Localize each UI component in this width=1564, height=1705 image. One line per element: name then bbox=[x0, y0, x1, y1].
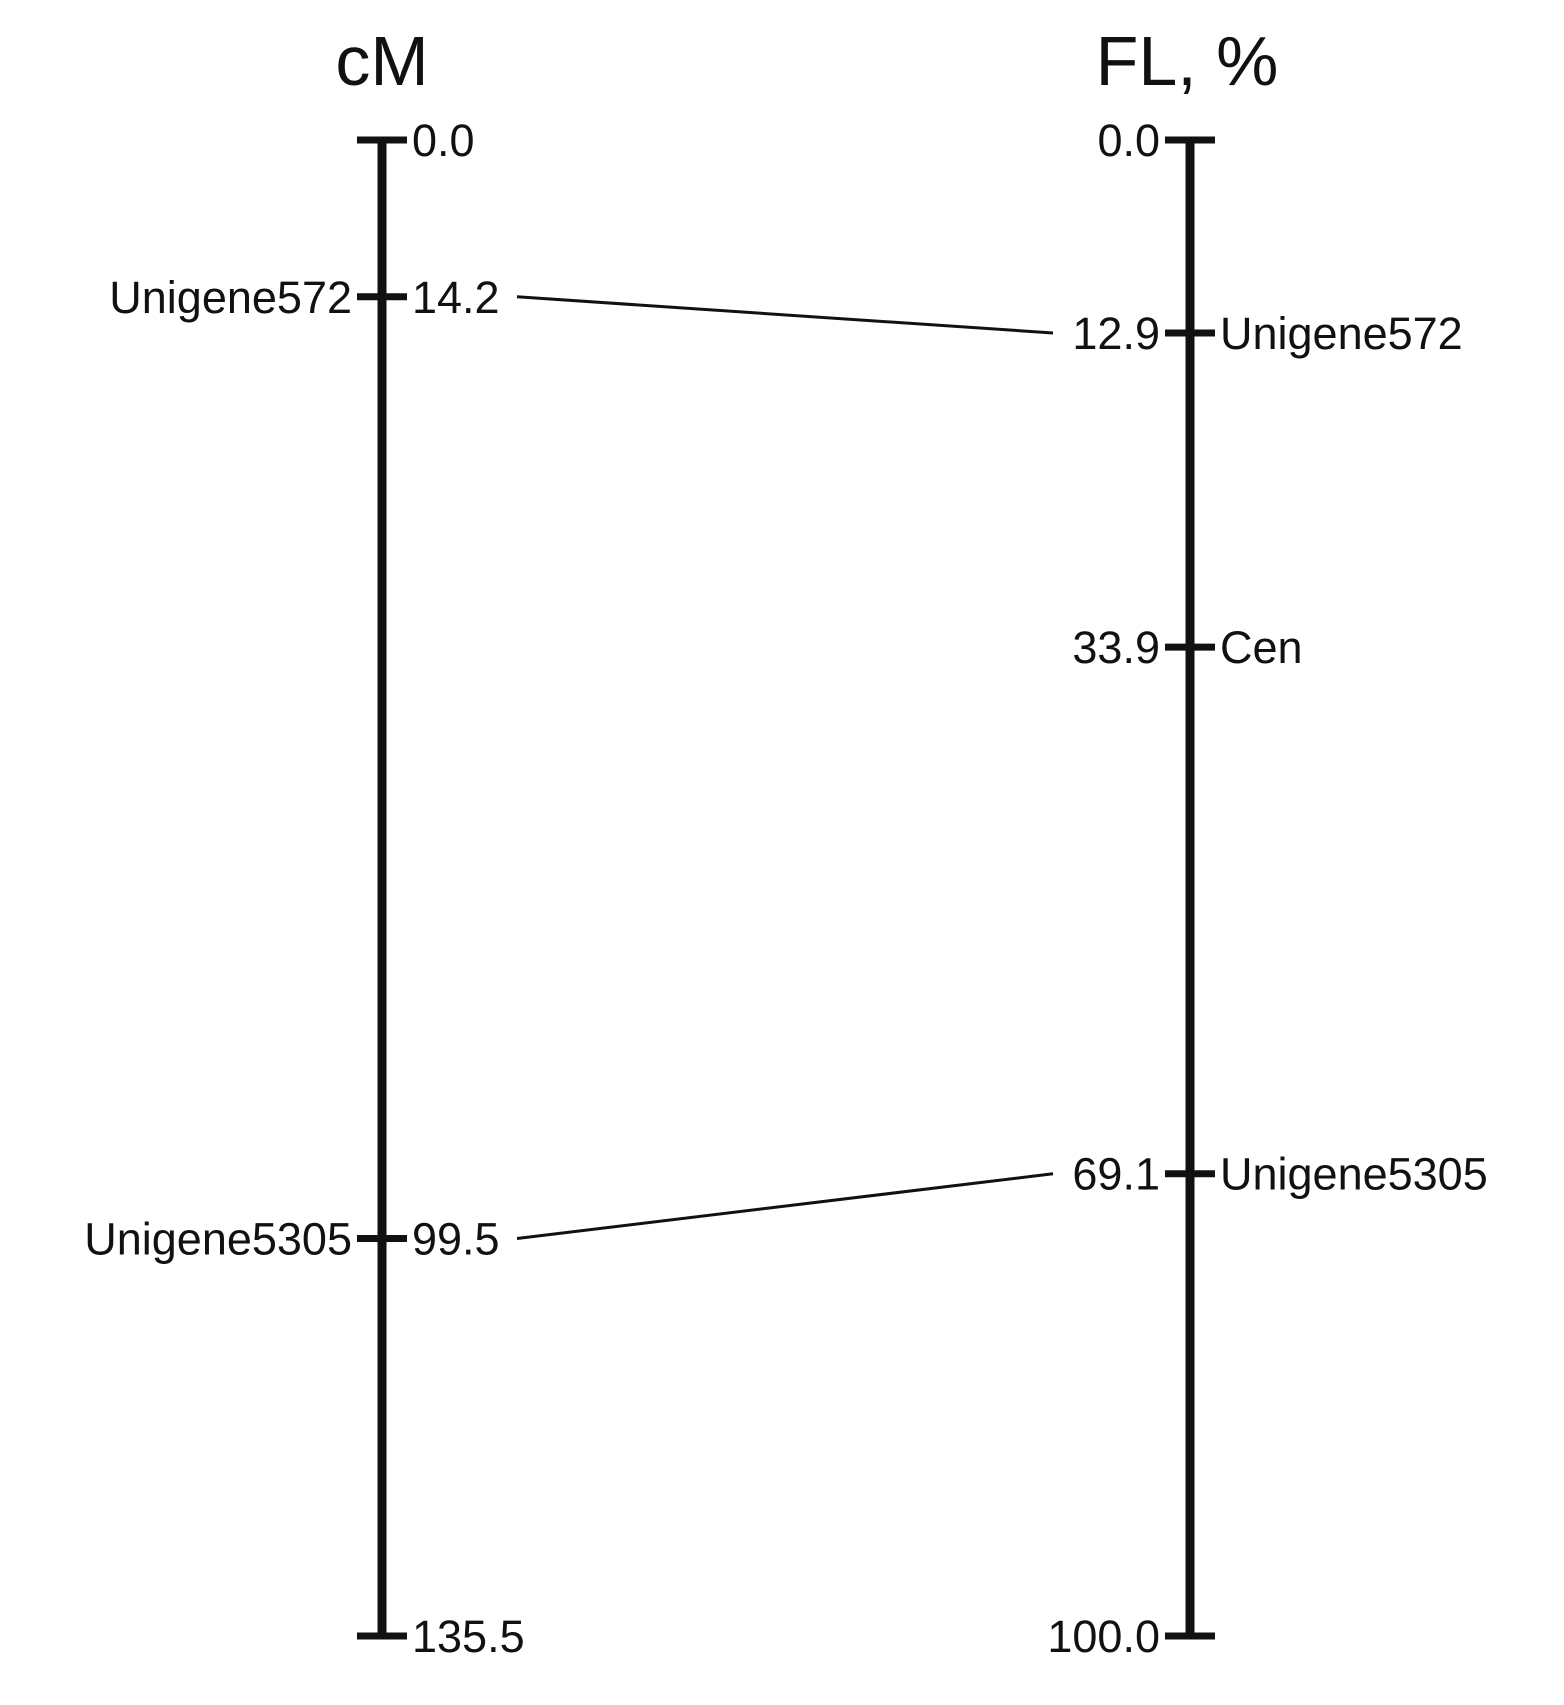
right-axis-group: 0.0 100.0 12.9 Unigene572 33.9 Cen 69.1 Unigene… bbox=[1047, 115, 1487, 1662]
right-marker-position: 69.1 bbox=[1072, 1149, 1160, 1200]
links-group bbox=[516, 295, 1054, 1241]
left-endpoint-label: 0.0 bbox=[412, 115, 475, 166]
right-marker-name: Unigene572 bbox=[1220, 308, 1463, 359]
left-endpoint-label: 135.5 bbox=[412, 1611, 525, 1662]
right-marker-name: Unigene5305 bbox=[1220, 1149, 1488, 1200]
right-axis-title: FL, % bbox=[1096, 22, 1279, 100]
right-marker-name: Cen bbox=[1220, 622, 1303, 673]
left-marker-position: 14.2 bbox=[412, 272, 500, 323]
left-marker-name: Unigene5305 bbox=[84, 1214, 352, 1265]
right-endpoint-label: 0.0 bbox=[1097, 115, 1160, 166]
left-marker-name: Unigene572 bbox=[109, 272, 352, 323]
left-axis-title: cM bbox=[335, 22, 428, 100]
right-endpoint-label: 100.0 bbox=[1047, 1611, 1160, 1662]
left-marker-position: 99.5 bbox=[412, 1214, 500, 1265]
marker-link-line bbox=[516, 1172, 1054, 1241]
left-axis-group: 0.0 135.5 14.2 Unigene572 99.5 Unigene5305 bbox=[84, 115, 524, 1662]
right-marker-position: 12.9 bbox=[1072, 308, 1160, 359]
right-marker-position: 33.9 bbox=[1072, 622, 1160, 673]
marker-link-line bbox=[516, 295, 1054, 335]
